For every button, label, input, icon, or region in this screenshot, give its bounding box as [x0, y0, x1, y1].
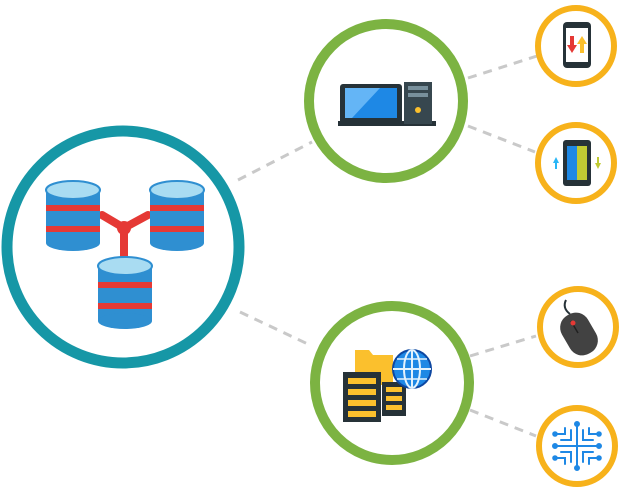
mouse-node: [537, 286, 619, 368]
globe-icon: [392, 349, 432, 389]
database-left: [45, 180, 101, 251]
mobile-phone-transfer-icon: [563, 22, 591, 68]
connector-server-mouse: [469, 334, 537, 358]
desktop-computer-icon: [338, 82, 436, 126]
tablet-transfer-icon: [553, 140, 601, 186]
connector-hub-server: [239, 310, 313, 348]
database-bottom: [97, 256, 153, 329]
hub-node: [1, 125, 245, 369]
connector-server-circuit: [469, 408, 537, 438]
circuit-node: [536, 405, 618, 487]
computer-node: [304, 19, 468, 183]
server-node: [310, 301, 474, 465]
phone-node: [535, 5, 617, 87]
tablet-node: [535, 122, 617, 204]
database-right: [149, 180, 205, 251]
connector-computer-tablet: [467, 124, 536, 154]
replicated-database-icon: [45, 180, 205, 329]
server-network-icon: [343, 349, 432, 422]
connector-computer-phone: [467, 54, 538, 80]
connectors: [237, 54, 538, 438]
circuit-chip-icon: [552, 421, 602, 471]
computer-mouse-icon: [560, 299, 598, 356]
connector-hub-computer: [237, 140, 313, 182]
